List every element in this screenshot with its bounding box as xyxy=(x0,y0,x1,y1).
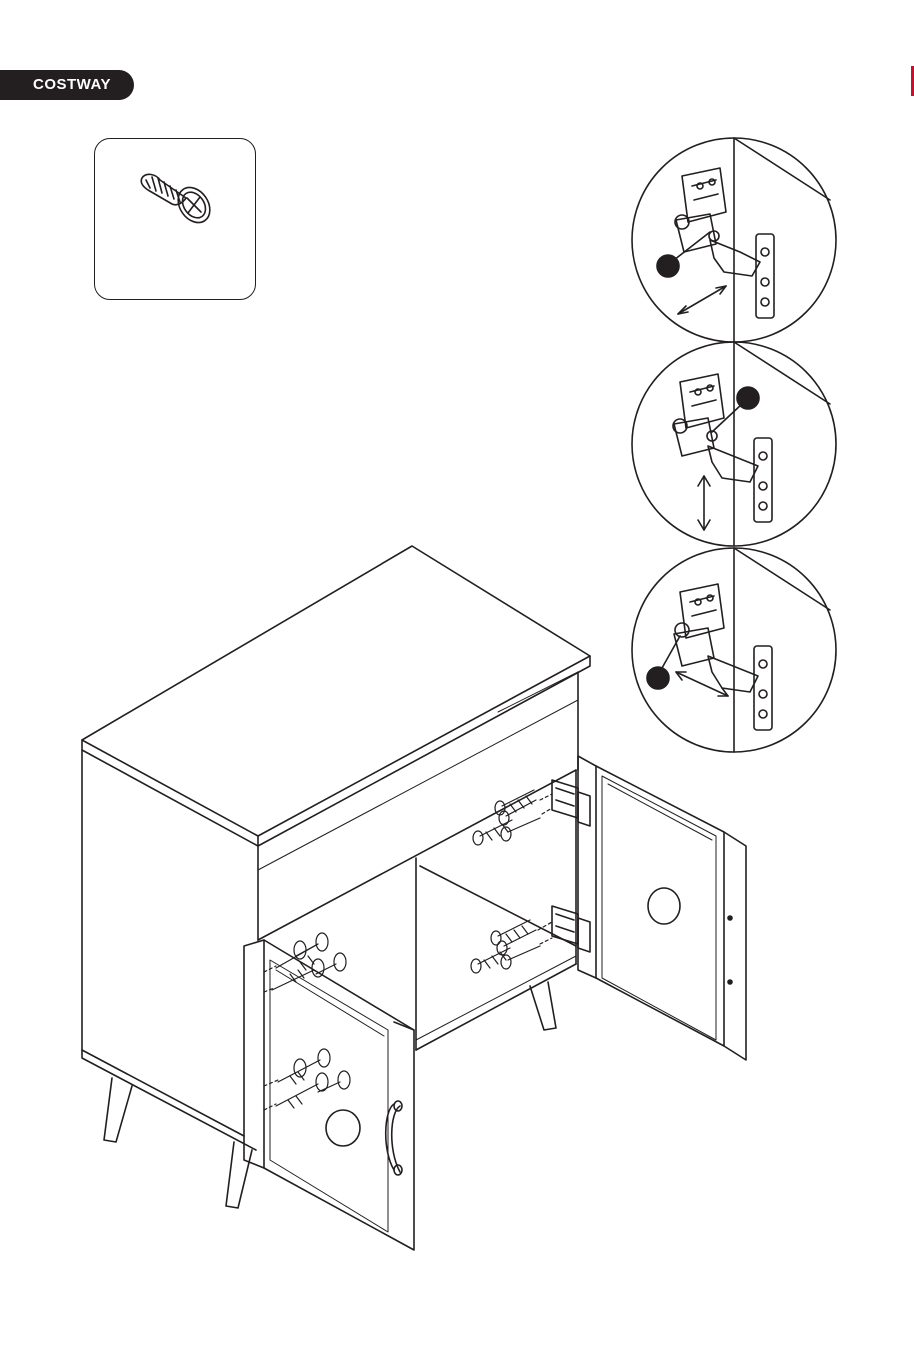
left-door xyxy=(244,940,414,1250)
screw-group-upper xyxy=(473,790,552,845)
cabinet xyxy=(82,546,590,1208)
screw-icon xyxy=(141,174,216,228)
screw-group-left-lower xyxy=(264,1049,350,1110)
hinge-upper xyxy=(552,780,590,826)
diagonal-arrow-icon xyxy=(678,286,726,314)
vertical-arrow-icon xyxy=(698,476,710,530)
hinge-detail-top xyxy=(632,138,836,342)
hinge-detail-middle xyxy=(632,342,836,546)
right-door xyxy=(578,756,746,1060)
hinge-lower xyxy=(552,906,590,952)
hinge-detail-bottom xyxy=(632,548,836,752)
screw-group-left-upper xyxy=(264,933,346,992)
